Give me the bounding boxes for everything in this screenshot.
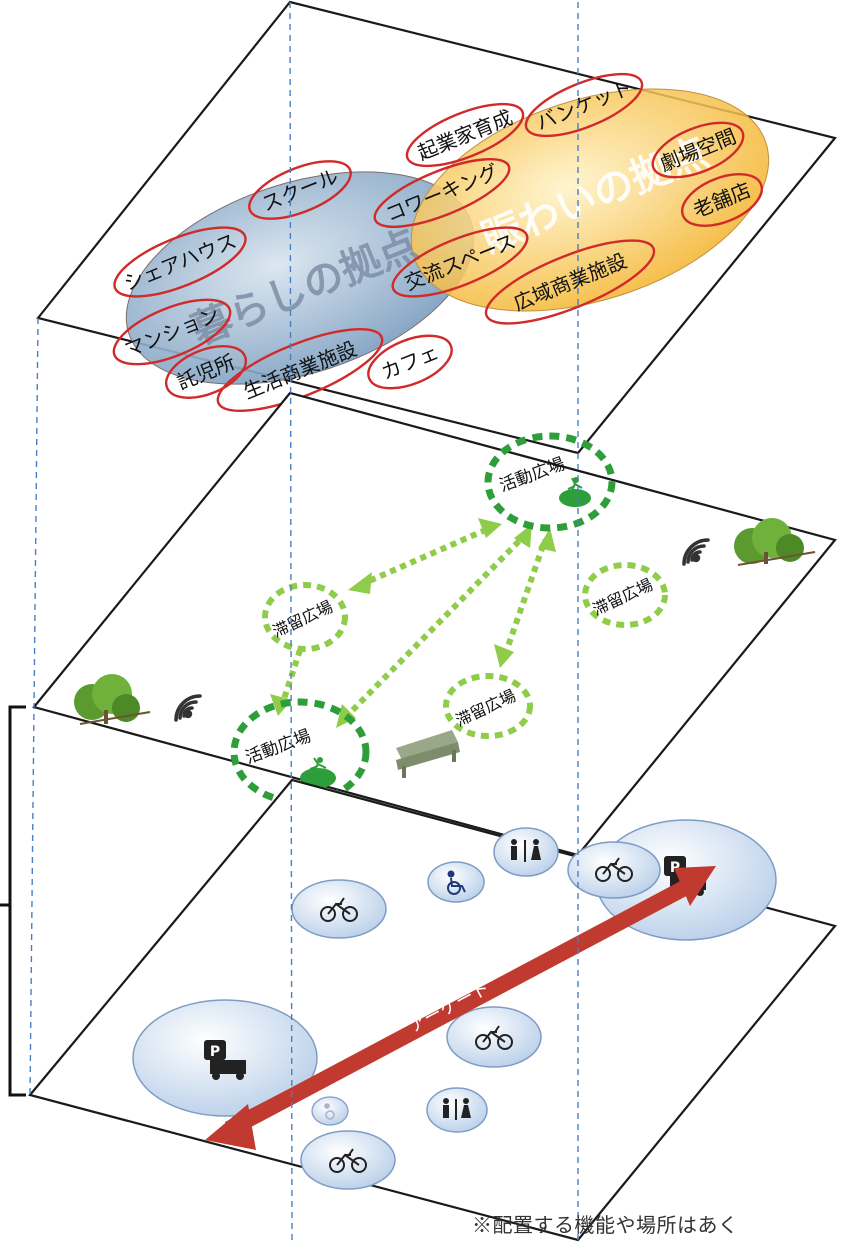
label-ellipse — [248, 160, 352, 220]
bench-icon — [396, 730, 460, 778]
parking-truck-icon: P — [204, 1040, 246, 1080]
parking-area-left: P — [132, 999, 318, 1117]
bicycle-icon — [329, 1148, 367, 1173]
label-ellipse — [524, 72, 644, 138]
connection-arrows — [279, 525, 548, 721]
label-ellipse — [391, 226, 529, 298]
svg-text:P: P — [210, 1044, 220, 1060]
top-layer: 暮らしの拠点 賑わいの拠点 シェアハウス スクール マンション 託児所 生活商業… — [36, 0, 837, 455]
label-ellipse — [484, 239, 656, 325]
label-ellipse — [373, 157, 511, 229]
label-ellipse — [680, 173, 764, 227]
middle-layer: 活動広場 活動広場 滞留広場 滞留広場 滞留広場 — [32, 391, 837, 857]
bustle-hub-circle — [410, 88, 770, 312]
wheelchair-icon — [447, 870, 466, 895]
restroom-spot — [493, 827, 559, 877]
restroom-icon — [443, 1098, 471, 1120]
wheelchair-spot-small — [311, 1096, 349, 1126]
bicycle-spot — [446, 1006, 542, 1068]
label-ellipse — [112, 298, 232, 366]
label-ellipse — [113, 226, 247, 298]
bicycle-icon — [475, 1025, 513, 1050]
vertical-guides — [29, 1, 579, 1242]
bottom-layer: P P — [28, 778, 837, 1242]
middle-plane — [32, 391, 837, 857]
left-bracket — [0, 705, 26, 1097]
label-ellipse — [651, 121, 745, 179]
bicycle-spot — [567, 841, 661, 899]
restroom-spot — [426, 1087, 488, 1133]
tree-icon — [74, 674, 151, 725]
runner-icon — [300, 757, 336, 788]
restroom-icon — [511, 839, 541, 862]
wifi-icon — [682, 538, 710, 566]
wheelchair-spot — [427, 861, 485, 903]
tree-icon — [734, 518, 816, 566]
bicycle-spots — [291, 841, 661, 1190]
bicycle-spot — [300, 1130, 396, 1190]
bicycle-icon — [320, 897, 358, 922]
bicycle-spot — [291, 879, 387, 939]
wheelchair-icon — [324, 1103, 335, 1120]
footnote: ※配置する機能や場所はあく — [472, 1213, 739, 1237]
wifi-icon — [174, 694, 202, 722]
label-ellipse — [164, 345, 248, 399]
label-ellipse — [367, 334, 453, 390]
label-ellipse — [405, 102, 525, 168]
bicycle-icon — [595, 857, 633, 882]
